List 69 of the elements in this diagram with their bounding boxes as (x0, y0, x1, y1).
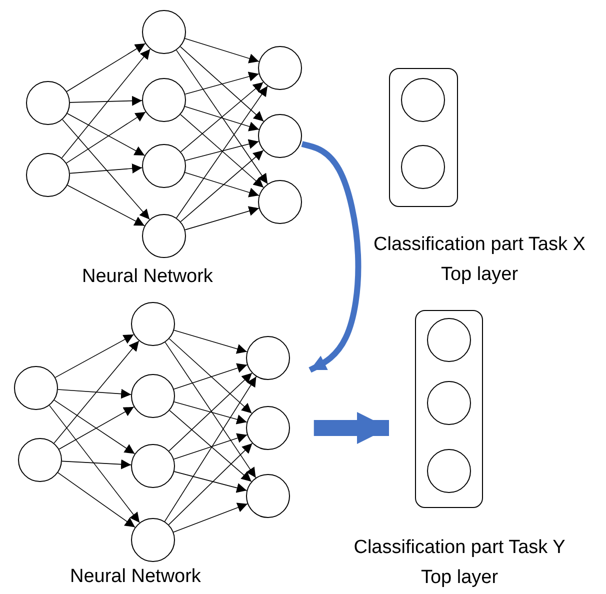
neuron-circle (246, 406, 290, 450)
arrow (180, 46, 264, 122)
neuron-circle (142, 10, 186, 54)
arrow (180, 82, 264, 152)
arrow (174, 471, 248, 493)
neuron-circle (427, 449, 471, 493)
arrow (164, 376, 257, 522)
arrow (184, 38, 260, 64)
neuron-circle (401, 145, 445, 189)
neuron-circle (427, 381, 471, 425)
arrow (184, 206, 260, 230)
arrow (58, 406, 134, 450)
arrow (174, 330, 248, 354)
block-arrow (314, 412, 389, 444)
neuron-circle (427, 318, 471, 362)
arrow (67, 184, 145, 226)
arrow (58, 388, 132, 399)
arrow (49, 405, 140, 523)
neuron-circle (142, 78, 186, 122)
neuron-circle (258, 114, 302, 158)
neuron-circle (131, 444, 175, 488)
arrow (173, 433, 248, 460)
arrow (168, 372, 252, 452)
arrow (180, 150, 264, 222)
network-label: Neural Network (70, 566, 201, 588)
arrow (180, 114, 264, 188)
neuron-circle (26, 153, 70, 197)
arrow (164, 342, 256, 478)
neuron-circle (26, 81, 70, 125)
arrow (176, 86, 268, 218)
layer-caption: Classification part Task Y Top layer (352, 536, 566, 590)
neuron-circle (131, 302, 175, 346)
arrow (184, 172, 260, 198)
neuron-circle (131, 518, 175, 562)
arrow (184, 139, 260, 161)
network-label: Neural Network (82, 266, 213, 288)
block-arrow (301, 141, 362, 373)
arrow (62, 459, 132, 470)
arrow (61, 48, 151, 158)
arrow (70, 96, 142, 106)
arrow (66, 113, 146, 156)
arrow (66, 112, 146, 164)
neuron-circle (246, 336, 290, 380)
layer-caption: Classification part Task X Top layer (372, 232, 586, 286)
arrow (169, 410, 252, 482)
arrow (66, 43, 146, 92)
neuron-circle (18, 438, 62, 482)
neuron-circle (142, 144, 186, 188)
neuron-circle (142, 214, 186, 258)
neuron-circle (246, 474, 290, 518)
arrow (184, 106, 260, 132)
arrow (54, 400, 136, 454)
neuron-circle (401, 78, 445, 122)
arrow (176, 50, 268, 184)
arrow (173, 502, 248, 533)
neuron-circle (131, 374, 175, 418)
arrow (62, 119, 150, 220)
arrow (168, 338, 252, 414)
neuron-circle (258, 46, 302, 90)
arrow (70, 164, 142, 174)
arrow (58, 472, 136, 528)
arrow (54, 340, 140, 444)
neuron-circle (14, 366, 58, 410)
arrow (168, 442, 253, 526)
neuron-circle (258, 180, 302, 224)
arrow (174, 402, 248, 424)
arrow (54, 334, 134, 378)
arrow (173, 363, 248, 390)
arrow (184, 72, 260, 95)
